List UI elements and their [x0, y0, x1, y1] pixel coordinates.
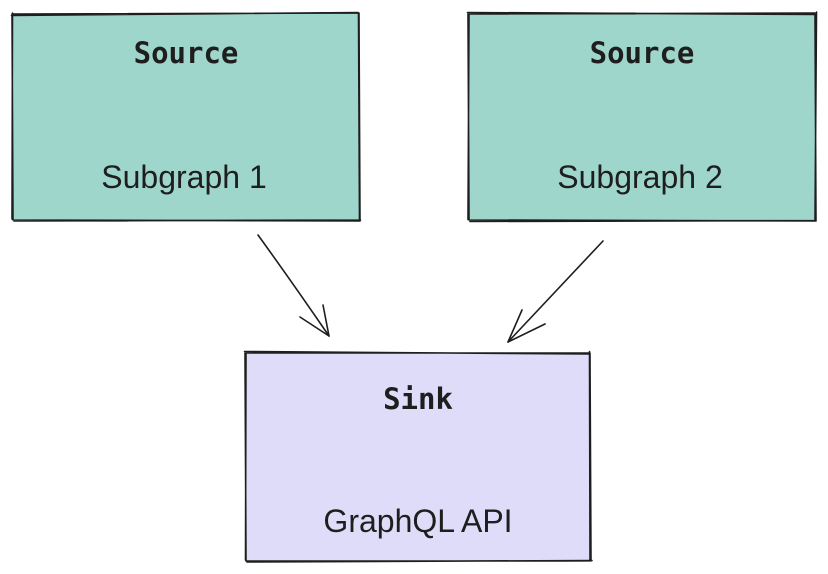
sink-node-subtitle: GraphQL API — [323, 503, 512, 539]
arrow-source2-head — [507, 309, 546, 343]
arrow-source1-to-sink — [257, 234, 330, 337]
source-node-1-subtitle: Subgraph 1 — [101, 159, 266, 195]
arrow-source2-to-sink — [507, 240, 604, 343]
source-node-1[interactable]: Source Subgraph 1 — [10, 11, 362, 222]
sink-node[interactable]: Sink GraphQL API — [243, 350, 593, 563]
sink-node-border — [243, 350, 593, 563]
source-node-2-title: Source — [590, 36, 695, 70]
arrow-source1-shaft — [257, 234, 330, 337]
arrow-source2-shaft — [507, 240, 604, 343]
sink-node-box — [245, 353, 591, 561]
source-node-1-box — [12, 13, 360, 221]
source-node-2-subtitle: Subgraph 2 — [557, 159, 722, 195]
source-node-2-border — [466, 11, 818, 223]
source-node-2[interactable]: Source Subgraph 2 — [466, 11, 818, 223]
source-node-1-title: Source — [134, 36, 239, 70]
arrow-source1-head — [299, 304, 330, 337]
source-node-1-border — [10, 11, 362, 222]
sink-node-title: Sink — [383, 382, 453, 416]
source-node-2-box — [468, 13, 816, 221]
